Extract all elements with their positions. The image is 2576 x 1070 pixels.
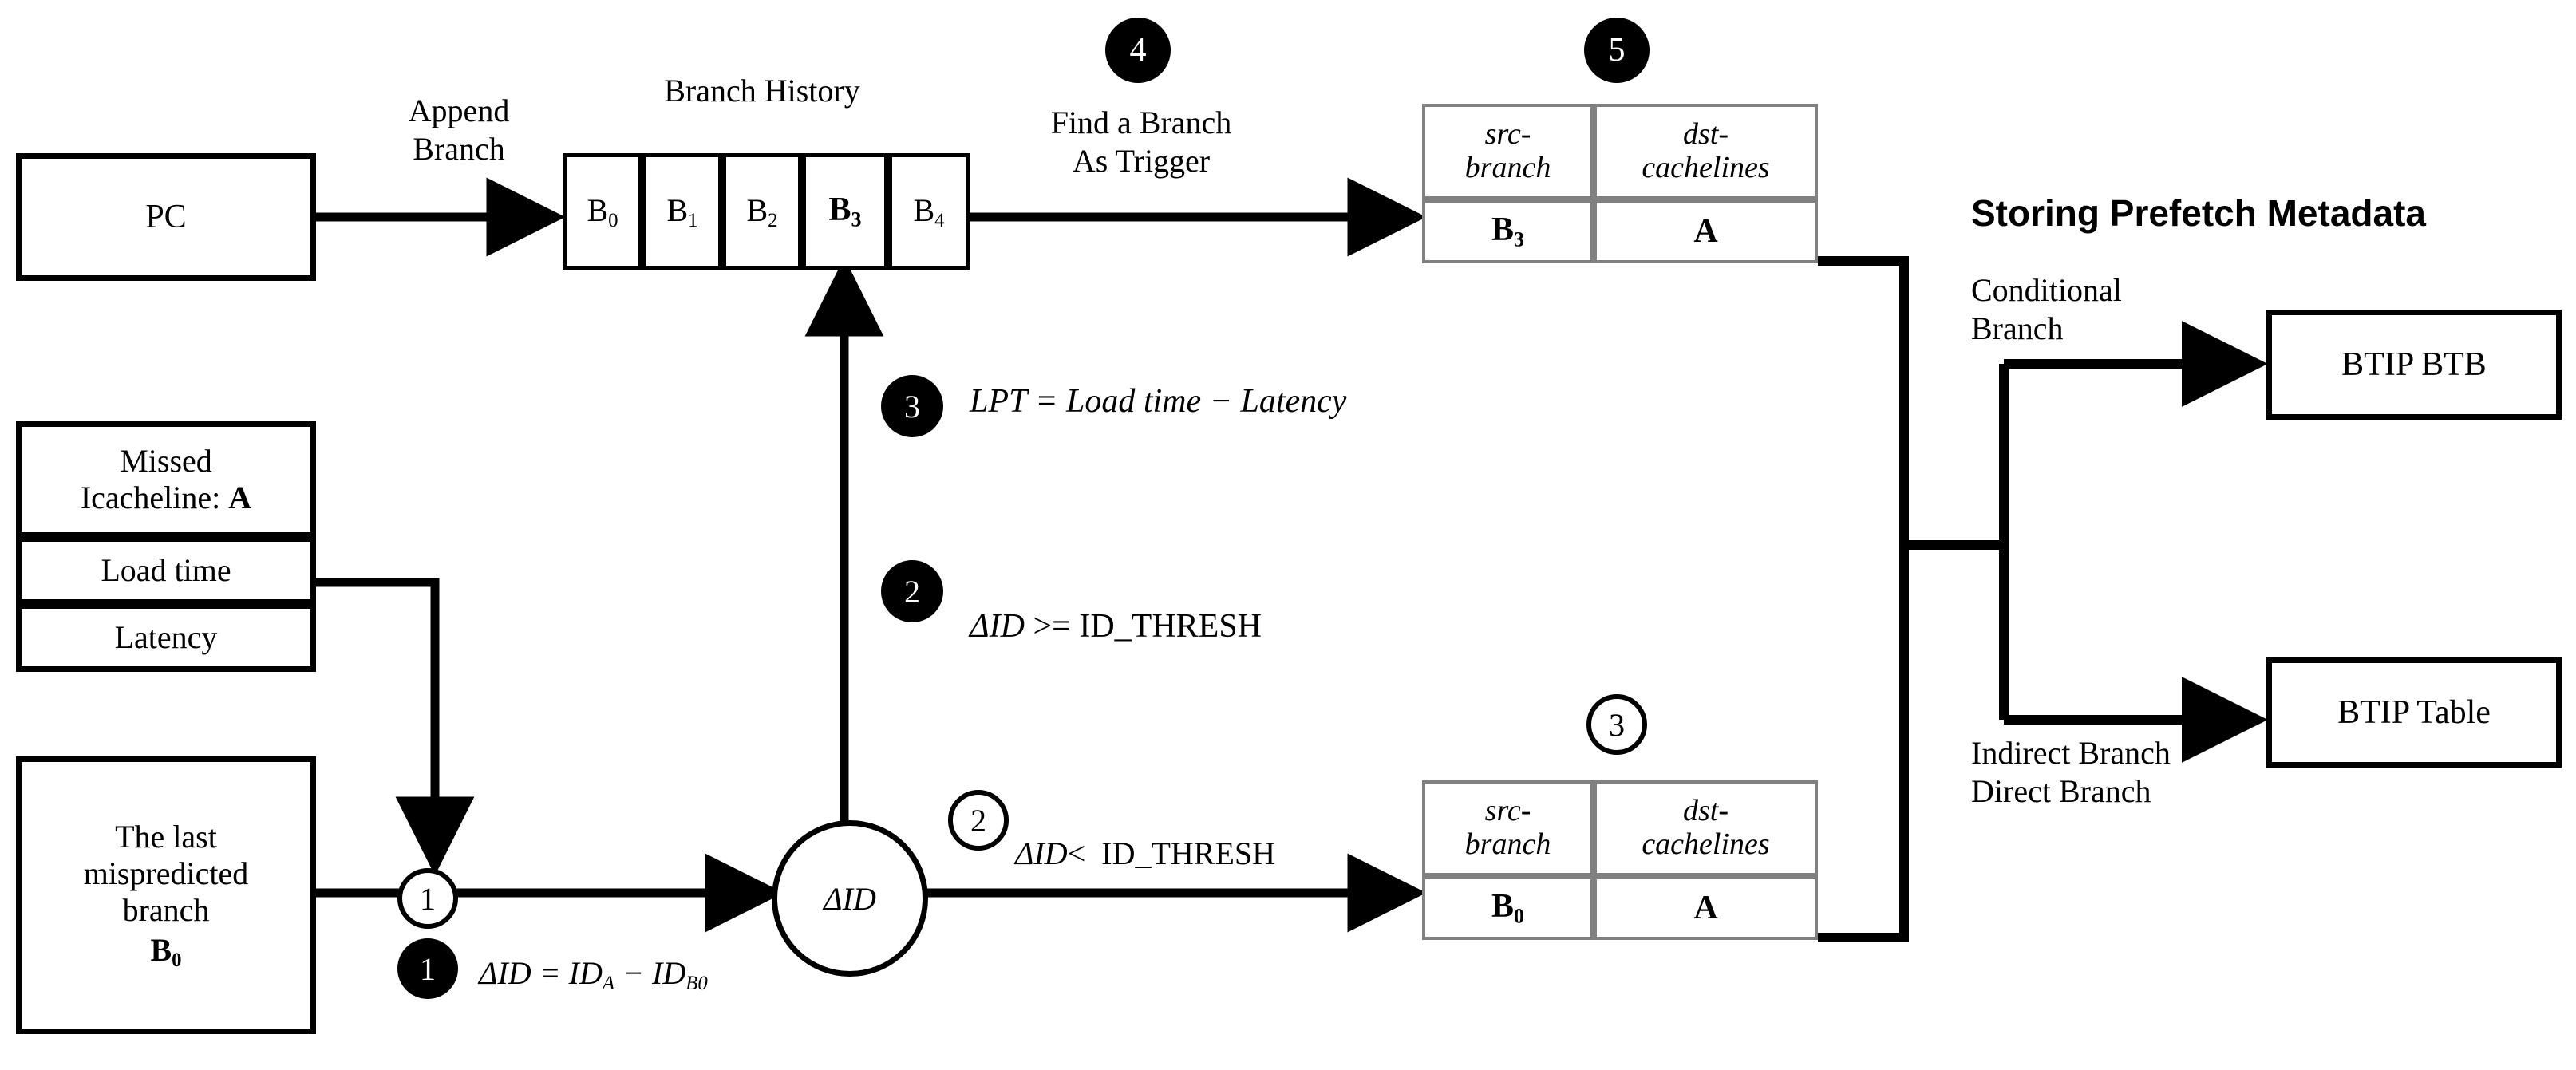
bottom-table-header-src-branch: src- branch — [1422, 780, 1594, 876]
step-badge-2-filled-label: 2 — [904, 573, 920, 610]
delta-id-lt-threshold-label: ΔID< ID_THRESH — [1015, 796, 1574, 873]
branch-history-caption: Branch History — [664, 73, 860, 109]
branch-history-cell-b3-label: B3 — [828, 191, 862, 231]
delta-id-formula-sub-b: B0 — [685, 972, 708, 994]
step-badge-3-filled-label: 3 — [904, 388, 920, 424]
last-mispredicted-branch-box[interactable]: The last mispredicted branch B0 — [16, 756, 316, 1034]
top-table-cell-dst-value[interactable]: A — [1594, 199, 1818, 263]
bottom-table-cell-src-value[interactable]: B0 — [1422, 876, 1594, 940]
find-branch-trigger-label: Find a Branch As Trigger — [1050, 105, 1232, 179]
btip-btb-label: BTIP BTB — [2341, 345, 2487, 383]
delta-id-ge-threshold-label: ΔID >= ID_THRESH — [970, 567, 1688, 647]
ge-threshold-text: >= ID_THRESH — [1024, 608, 1262, 646]
step-badge-2-open-label: 2 — [970, 802, 986, 839]
delta-id-node-label: ΔID — [824, 880, 876, 917]
load-time-label: Load time — [101, 552, 231, 588]
delta-id-symbol-lt: ΔID — [1015, 835, 1068, 871]
branch-history-cell-b2[interactable]: B2 — [722, 153, 802, 270]
top-table-cell-src-value[interactable]: B3 — [1422, 199, 1594, 263]
step-badge-5: 5 — [1584, 18, 1650, 83]
branch-history-cell-b0[interactable]: B0 — [563, 153, 642, 270]
top-table-src-value-label: B3 — [1491, 211, 1525, 251]
btip-table-label: BTIP Table — [2337, 693, 2491, 731]
branch-history-cell-b4-label: B4 — [913, 191, 945, 231]
bottom-table-src-value-label: B0 — [1491, 888, 1525, 928]
lt-threshold-text: < ID_THRESH — [1067, 835, 1276, 871]
step-badge-3-open-label: 3 — [1609, 706, 1625, 743]
connector-top-table-to-bus — [1818, 256, 1909, 545]
delta-id-node[interactable]: ΔID — [772, 820, 928, 977]
top-table-header-dst-cachelines: dst- cachelines — [1594, 104, 1818, 199]
append-branch-label: Append Branch — [408, 93, 510, 167]
indirect-direct-branch-label: Indirect Branch Direct Branch — [1971, 735, 2171, 809]
step-badge-4-label: 4 — [1129, 32, 1147, 69]
step-badge-3-filled: 3 — [881, 375, 943, 437]
delta-id-formula-mid: − ID — [614, 955, 686, 991]
step-badge-1-filled: 1 — [397, 938, 458, 999]
top-table-header-src-branch: src- branch — [1422, 104, 1594, 199]
step-badge-5-label: 5 — [1608, 32, 1626, 69]
connector-bottom-table-to-bus — [1818, 545, 1909, 942]
missed-icacheline-label: Missed Icacheline: A — [80, 443, 252, 515]
step-badge-1-filled-label: 1 — [420, 950, 436, 987]
last-mispredicted-branch-label: The last mispredicted branch — [83, 818, 249, 928]
step-badge-1-open-label: 1 — [420, 880, 436, 917]
latency-label: Latency — [114, 619, 218, 655]
delta-id-symbol-ge: ΔID — [970, 608, 1025, 646]
step-badge-1-open: 1 — [397, 868, 458, 929]
latency-box[interactable]: Latency — [16, 603, 316, 672]
pc-label: PC — [145, 198, 187, 235]
step-badge-4: 4 — [1105, 18, 1171, 83]
lpt-formula-label: LPT = Load time − Latency — [970, 383, 1347, 420]
bottom-table-header-dst-cachelines: dst- cachelines — [1594, 780, 1818, 876]
load-time-box[interactable]: Load time — [16, 536, 316, 605]
pc-box[interactable]: PC — [16, 153, 316, 281]
last-mispredicted-branch-value: B0 — [150, 931, 182, 971]
step-badge-2-open: 2 — [948, 790, 1009, 851]
bottom-table-cell-dst-value[interactable]: A — [1594, 876, 1818, 940]
delta-id-formula-head: ΔID = ID — [479, 955, 603, 991]
branch-history-cell-b0-label: B0 — [587, 191, 618, 231]
delta-id-formula-label: ΔID = IDA − IDB0 — [479, 916, 926, 996]
connector-loadtime-to-branchline — [313, 578, 475, 876]
step-badge-3-open: 3 — [1586, 694, 1647, 755]
conditional-branch-label: Conditional Branch — [1971, 272, 2122, 346]
branch-history-cell-b1[interactable]: B1 — [642, 153, 722, 270]
missed-icacheline-value: A — [228, 480, 252, 515]
missed-icacheline-box[interactable]: Missed Icacheline: A — [16, 421, 316, 538]
btip-btb-box[interactable]: BTIP BTB — [2266, 310, 2562, 420]
storing-prefetch-metadata-title: Storing Prefetch Metadata — [1971, 192, 2426, 234]
branch-history-cell-b3[interactable]: B3 — [802, 153, 888, 270]
branch-history-cell-b1-label: B1 — [666, 191, 698, 231]
delta-id-formula-sub-a: A — [602, 972, 615, 994]
btip-table-box[interactable]: BTIP Table — [2266, 657, 2562, 768]
step-badge-2-filled: 2 — [881, 560, 943, 622]
branch-history-cell-b2-label: B2 — [746, 191, 778, 231]
branch-history-cell-b4[interactable]: B4 — [888, 153, 970, 270]
